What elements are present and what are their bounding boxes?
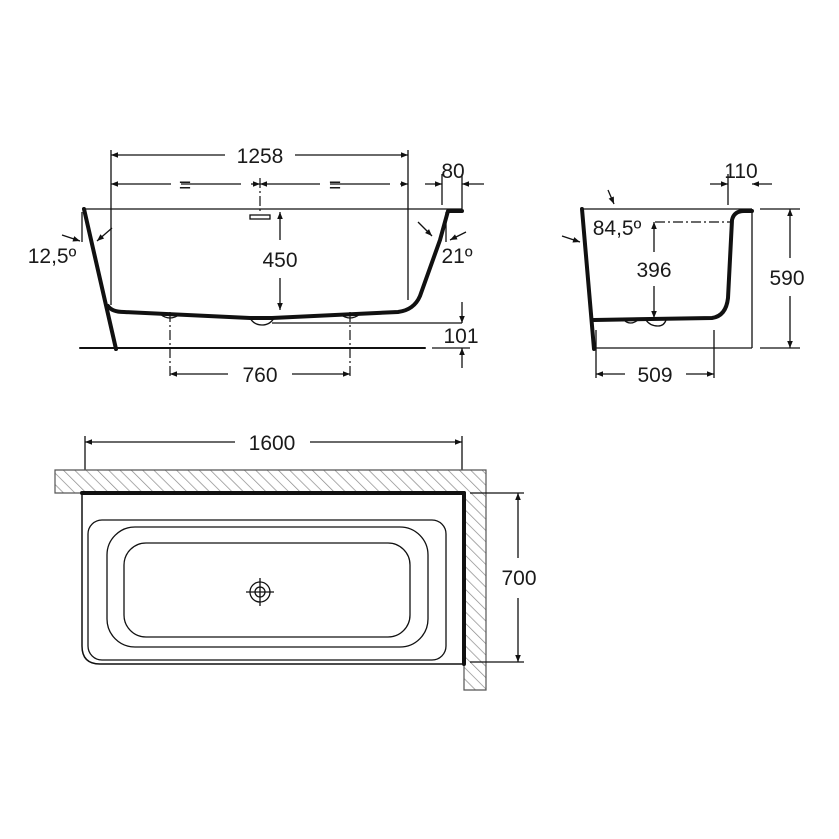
dimension-509: 509 — [637, 364, 672, 387]
dimension-450: 450 — [262, 249, 297, 272]
side-outer-wall — [580, 207, 596, 351]
dimension-396: 396 — [636, 259, 671, 282]
basin-edge — [106, 526, 429, 648]
dimension-700: 700 — [501, 567, 536, 590]
dimension-80: 80 — [441, 160, 464, 183]
dimension-1600: 1600 — [249, 432, 296, 455]
side-drain — [623, 319, 667, 327]
equal-mark-left: = — [179, 174, 191, 197]
tub-profile — [106, 209, 464, 320]
equal-mark-right: = — [329, 174, 341, 197]
dimension-590: 590 — [769, 267, 804, 290]
logo-mark — [249, 214, 271, 220]
basin-floor — [123, 542, 411, 638]
wall-hatch — [54, 469, 487, 691]
front-view: 1258 = = 80 450 101 760 12,5º 21º — [28, 145, 484, 387]
left-wall — [82, 207, 118, 351]
drain-outlet — [249, 317, 275, 326]
dimension-101: 101 — [443, 325, 478, 348]
dimension-1258: 1258 — [237, 145, 284, 168]
rim-inner — [87, 519, 447, 661]
dimension-760: 760 — [242, 364, 277, 387]
side-angle-label: 84,5º — [593, 217, 642, 240]
drain-icon — [246, 578, 274, 606]
side-view: 110 590 396 509 84,5º — [561, 160, 805, 387]
right-angle-label: 21º — [441, 245, 472, 268]
bath-outline — [81, 492, 465, 665]
left-angle-label: 12,5º — [28, 245, 77, 268]
side-tub-profile — [592, 209, 754, 322]
plan-view: 1600 700 — [54, 432, 537, 691]
dimension-110: 110 — [724, 160, 757, 183]
